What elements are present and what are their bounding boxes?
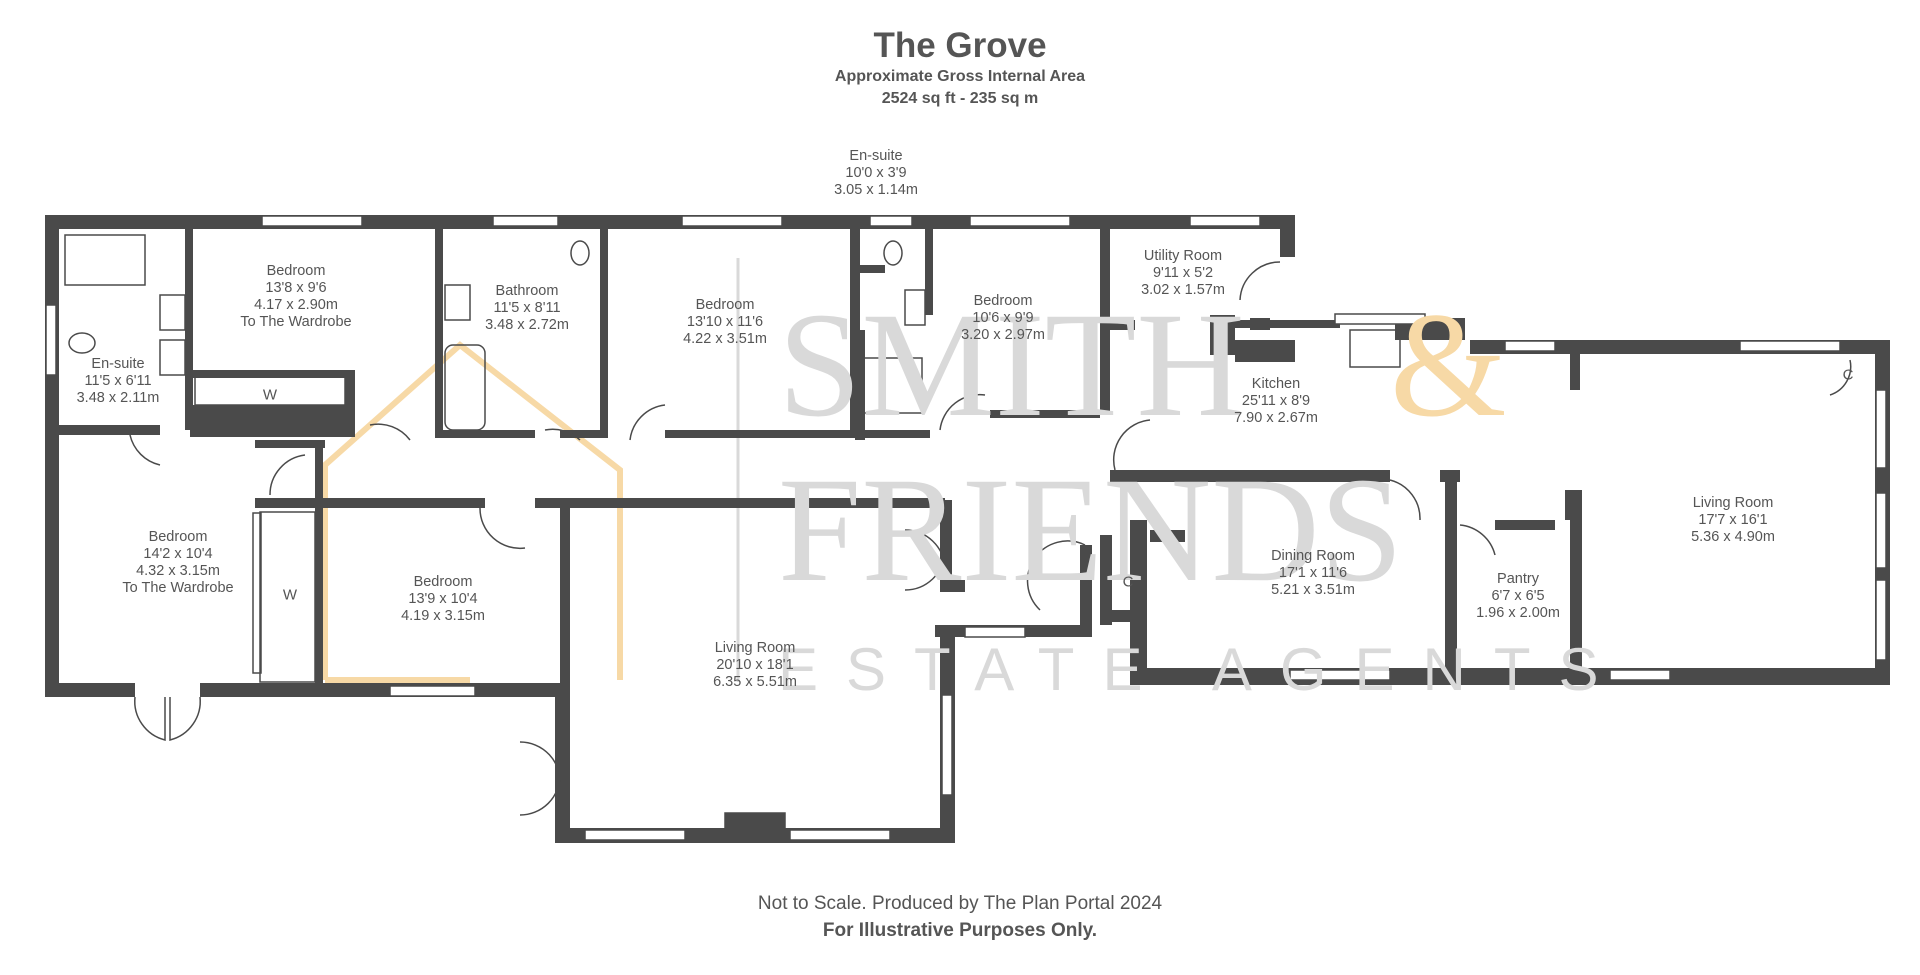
fireplace [724,812,786,831]
sink-1 [159,294,186,331]
watermark-line3: ESTATE AGENTS [778,636,1627,703]
toilet-ensuite-icon [883,240,903,266]
cupboard-marker-2: C [1842,366,1854,384]
sink-ensuite [904,289,926,326]
wardrobe-box-1 [194,374,346,406]
door-swings [129,261,1852,816]
wardrobe-box-2 [259,511,316,683]
plan-area: 2524 sq ft - 235 sq m [881,90,1039,107]
kitchen-sink [1349,329,1401,368]
watermark-line1: SMITH [778,282,1245,448]
footer-disclaimer: Not to Scale. Produced by The Plan Porta… [757,893,1163,914]
watermark-line2: FRIENDS [778,447,1403,613]
plan-subtitle: Approximate Gross Internal Area [834,68,1086,85]
watermark-house-outline [322,341,623,683]
bath [444,344,486,431]
fixtures [64,234,1401,831]
plan-title: The Grove [873,26,1047,65]
shower-left [64,234,146,286]
shower-ensuite [861,357,923,414]
windows [45,215,1887,841]
cupboard-marker-1: C [1122,573,1134,591]
watermark: SMITH & FRIENDS ESTATE AGENTS [778,282,1627,703]
wardrobe-marker-2: W [282,586,298,604]
toilet-bath-icon [570,240,590,266]
toilet-left-icon [68,332,96,354]
wardrobe-marker-1: W [262,386,278,404]
sink-bath [444,284,471,321]
footer-illustrative: For Illustrative Purposes Only. [822,920,1098,941]
watermark-ampersand: & [1390,282,1507,448]
sink-2 [159,339,186,376]
